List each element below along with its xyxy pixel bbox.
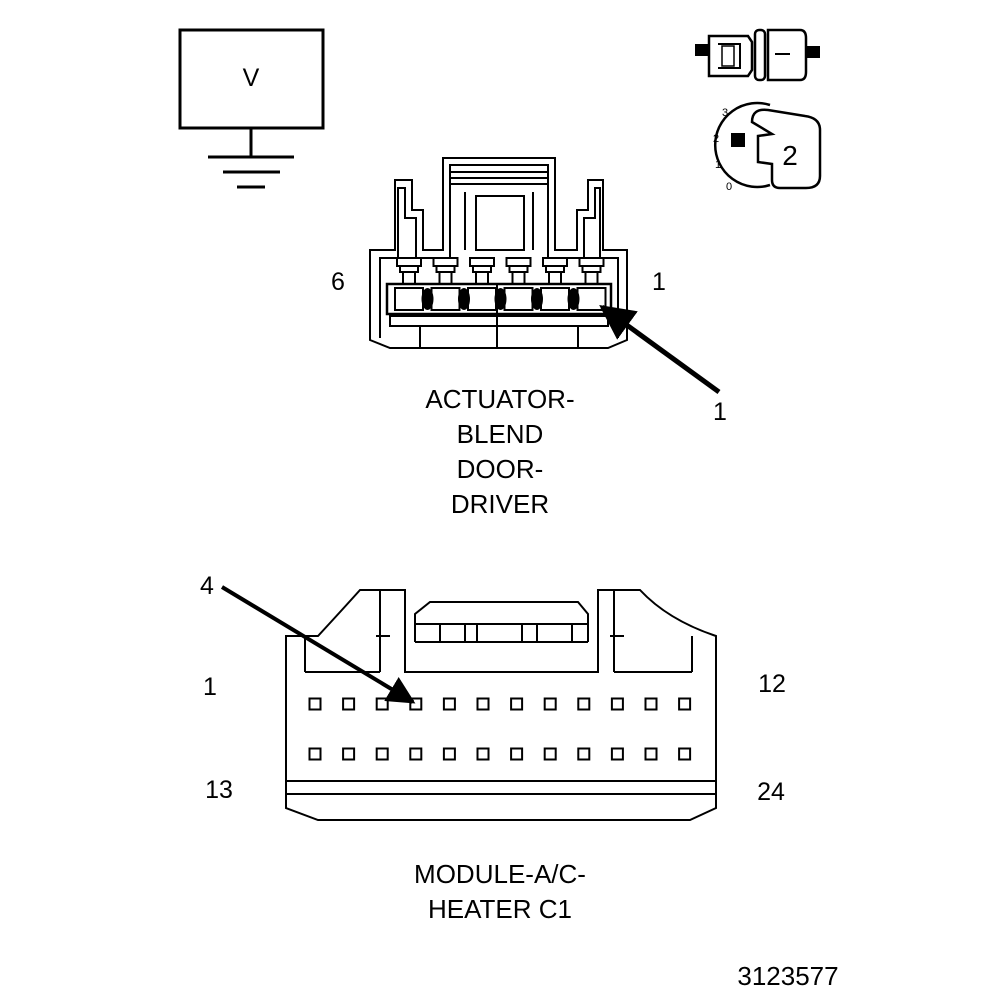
module-callout-number: 4 [200, 572, 214, 600]
actuator-pin-row [394, 257, 607, 311]
module-pin-13-label: 13 [205, 776, 233, 804]
module-pin-cavity [610, 697, 624, 711]
module-pin-cavity [375, 747, 389, 761]
test-probe-icon [695, 28, 820, 82]
terminal-seal [421, 288, 434, 310]
voltmeter: V [178, 28, 325, 189]
terminal-seal [531, 288, 543, 310]
module-pin-cavity [375, 697, 389, 711]
actuator-connector [369, 157, 628, 349]
module-pin-cavity [476, 697, 490, 711]
switch-knob [750, 108, 822, 190]
switch-position-3: 3 [722, 107, 728, 119]
switch-position-0: 0 [726, 181, 732, 193]
ground-icon [208, 155, 294, 189]
actuator-caption-line-3: DOOR- [457, 454, 544, 484]
terminal-seal [567, 288, 580, 310]
actuator-caption-line-2: BLEND [457, 419, 544, 449]
module-connector [285, 589, 717, 821]
module-pin-cavity [510, 747, 524, 761]
module-pin-cavity [577, 747, 591, 761]
module-pin-cavity [610, 747, 624, 761]
actuator-caption-line-4: DRIVER [451, 489, 549, 519]
module-pin-cavity [510, 697, 524, 711]
actuator-callout-arrow [599, 304, 721, 395]
module-pin-cavity [308, 747, 322, 761]
actuator-callout-number: 1 [713, 398, 727, 426]
switch-pointer [731, 133, 745, 147]
selector-switch: 3 2 1 0 2 [713, 101, 822, 193]
terminal-seal [494, 288, 507, 310]
module-caption-line-2: HEATER C1 [428, 894, 572, 924]
module-pin-12-label: 12 [758, 670, 786, 698]
module-pin-cavity [577, 697, 591, 711]
actuator-caption-line-1: ACTUATOR- [425, 384, 574, 414]
figure-id: 3123577 [737, 961, 838, 991]
module-pin-cavity [442, 747, 456, 761]
module-pin-24-label: 24 [757, 778, 785, 806]
module-pin-cavity [308, 697, 322, 711]
switch-position-1: 1 [715, 159, 721, 171]
module-caption-line-1: MODULE-A/C- [414, 859, 586, 889]
switch-dial-ring [713, 101, 771, 189]
module-pin-cavity [543, 747, 557, 761]
module-pin-1-label: 1 [203, 673, 217, 701]
actuator-pin-6-label: 6 [331, 268, 345, 296]
module-pin-cavity [342, 697, 356, 711]
module-pin-cavity [543, 697, 557, 711]
module-pin-cavity [644, 697, 658, 711]
module-pin-cavity [644, 747, 658, 761]
terminal-seal [458, 288, 470, 310]
module-pin-cavity [678, 697, 692, 711]
voltmeter-symbol: V [243, 64, 260, 92]
module-pin-cavity [409, 747, 423, 761]
module-pin-cavity [476, 747, 490, 761]
actuator-pin-1-label: 1 [652, 268, 666, 296]
module-pin-cavity [442, 697, 456, 711]
module-pin-cavity [342, 747, 356, 761]
module-callout-arrow [220, 585, 416, 704]
module-pin-cavity [678, 747, 692, 761]
module-pin-grid [308, 697, 692, 761]
module-pin-cavity [409, 697, 423, 711]
switch-selected-value: 2 [782, 140, 798, 171]
